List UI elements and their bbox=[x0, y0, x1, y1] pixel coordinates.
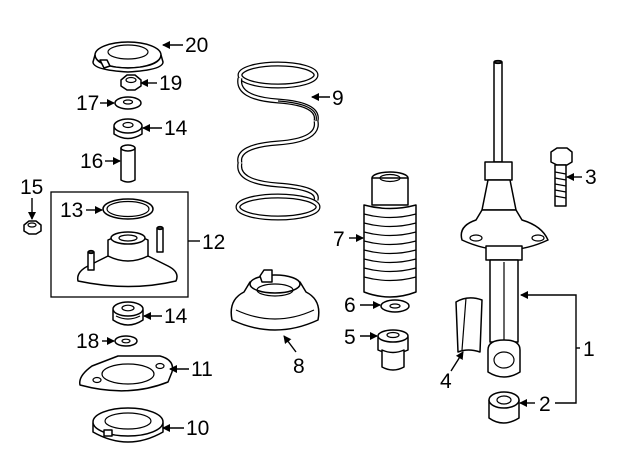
part-16-collar[interactable] bbox=[120, 144, 136, 183]
part-6-washer[interactable] bbox=[380, 299, 410, 313]
part-14-upper-bushing[interactable] bbox=[113, 118, 143, 140]
leader-lines bbox=[28, 41, 582, 432]
callout-3: 3 bbox=[585, 166, 597, 189]
part-2-lower-bushing[interactable] bbox=[488, 391, 520, 424]
part-12-group-box bbox=[50, 191, 189, 298]
part-13-seal-ring[interactable] bbox=[102, 198, 154, 220]
callout-5: 5 bbox=[344, 326, 356, 349]
callout-4: 4 bbox=[440, 370, 452, 393]
callout-13: 13 bbox=[60, 199, 83, 222]
part-9-coil-spring[interactable] bbox=[235, 61, 321, 221]
callout-6: 6 bbox=[344, 294, 356, 317]
callout-12: 12 bbox=[202, 231, 225, 254]
part-11-mounting-plate[interactable] bbox=[79, 355, 174, 392]
callout-10: 10 bbox=[186, 417, 209, 440]
part-12-strut-mount[interactable] bbox=[76, 225, 178, 288]
callout-1: 1 bbox=[583, 338, 595, 361]
callout-16: 16 bbox=[80, 150, 103, 173]
callout-15: 15 bbox=[20, 176, 43, 199]
callout-17: 17 bbox=[76, 92, 99, 115]
callout-2: 2 bbox=[539, 393, 551, 416]
callout-20: 20 bbox=[185, 34, 208, 57]
callout-19: 19 bbox=[159, 72, 182, 95]
part-1-strut-assembly[interactable] bbox=[460, 59, 549, 378]
callout-9: 9 bbox=[332, 87, 344, 110]
part-14-lower-bushing[interactable] bbox=[112, 301, 144, 326]
part-3-bolt[interactable] bbox=[550, 147, 573, 207]
callout-18: 18 bbox=[76, 330, 99, 353]
part-20-mount-cover[interactable] bbox=[92, 41, 164, 73]
part-15-small-nut[interactable] bbox=[23, 220, 42, 235]
part-5-bump-stop[interactable] bbox=[377, 329, 409, 371]
part-18-washer[interactable] bbox=[114, 335, 138, 347]
callout-8: 8 bbox=[293, 355, 305, 378]
part-7-dust-boot[interactable] bbox=[363, 171, 417, 298]
callout-14-lower: 14 bbox=[164, 305, 188, 328]
callout-14-upper: 14 bbox=[164, 117, 188, 140]
part-17-washer[interactable] bbox=[114, 96, 142, 110]
callout-11: 11 bbox=[191, 358, 213, 381]
callout-labels: 20 19 17 14 16 15 13 12 14 18 11 10 9 8 … bbox=[20, 34, 597, 440]
part-19-nut[interactable] bbox=[120, 74, 142, 91]
part-10-spring-pad[interactable] bbox=[92, 407, 164, 443]
callout-7: 7 bbox=[333, 228, 345, 251]
part-4-shield[interactable] bbox=[455, 297, 483, 353]
part-8-spring-seat[interactable] bbox=[230, 269, 320, 331]
